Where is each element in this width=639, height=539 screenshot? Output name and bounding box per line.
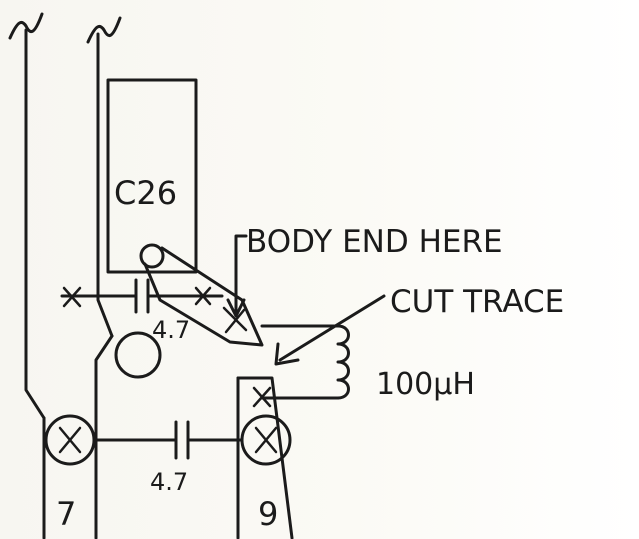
pin7-trace — [42, 416, 98, 539]
body-end-here-label: BODY END HERE — [246, 224, 503, 260]
upper-capacitor — [60, 278, 224, 314]
cut-trace-label: CUT TRACE — [390, 284, 564, 320]
pin9-trace — [236, 376, 294, 539]
pad-circle — [94, 331, 162, 422]
trace-from-c26 — [143, 246, 264, 347]
body-end-arrow — [226, 234, 248, 318]
second-lead — [86, 16, 122, 338]
cut-trace-arrow — [274, 294, 386, 366]
cap-lower-value: 4.7 — [150, 468, 188, 496]
c26-label: C26 — [114, 174, 177, 212]
lower-capacitor — [44, 414, 292, 466]
pin9-label: 9 — [258, 495, 278, 533]
left-lead — [8, 12, 46, 420]
pin7-label: 7 — [56, 495, 76, 533]
c26-body — [106, 78, 198, 274]
inductor-value: 100µH — [376, 367, 475, 402]
cap-upper-value: 4.7 — [152, 316, 190, 344]
